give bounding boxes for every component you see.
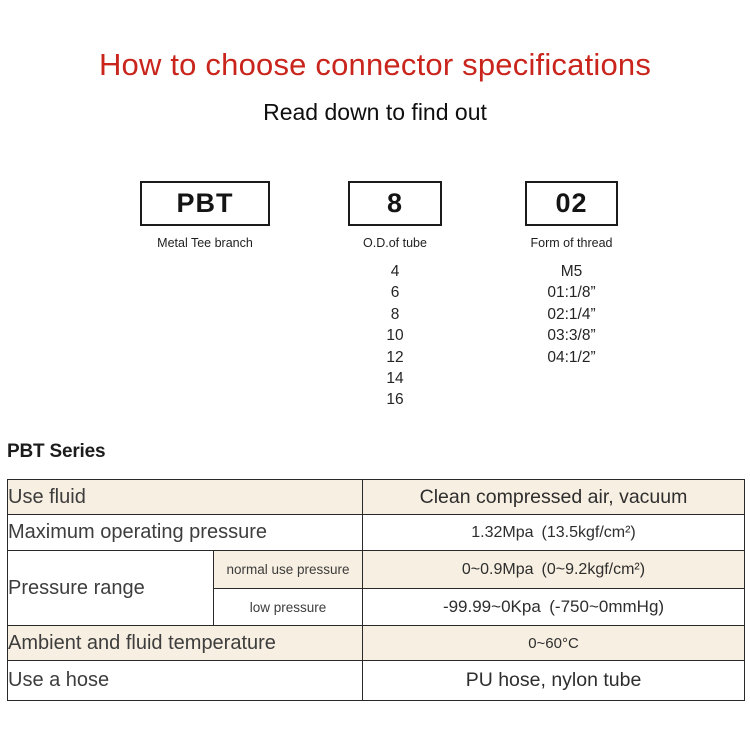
thread-code-box: 02 bbox=[525, 181, 618, 226]
row-value: Clean compressed air, vacuum bbox=[362, 479, 745, 515]
tube-od-option-list: 4 6 8 10 12 14 16 bbox=[348, 261, 442, 411]
tube-od-code-box: 8 bbox=[348, 181, 442, 226]
tube-od-option: 8 bbox=[390, 305, 400, 323]
row-value: 1.32Mpa (13.5kgf/cm²) bbox=[362, 514, 745, 551]
thread-option: 03:3/8” bbox=[547, 327, 596, 345]
row-value: 0~0.9Mpa (0~9.2kgf/cm²) bbox=[362, 550, 745, 589]
tube-od-option: 6 bbox=[390, 284, 400, 302]
row-label: Use fluid bbox=[7, 479, 363, 515]
table-row-temperature: Ambient and fluid temperature 0~60°C bbox=[7, 625, 745, 661]
tube-od-code-label: O.D.of tube bbox=[363, 236, 427, 250]
row-label: Use a hose bbox=[7, 660, 363, 701]
page-subtitle: Read down to find out bbox=[263, 99, 487, 125]
row-label: Ambient and fluid temperature bbox=[7, 625, 363, 661]
thread-code-label: Form of thread bbox=[530, 236, 613, 250]
row-sublabel: low pressure bbox=[213, 588, 363, 626]
spec-table: Use fluid Clean compressed air, vacuum M… bbox=[7, 479, 745, 701]
thread-option-list: M5 01:1/8” 02:1/4” 03:3/8” 04:1/2” bbox=[525, 261, 618, 368]
series-heading: PBT Series bbox=[7, 441, 106, 462]
thread-option: M5 bbox=[560, 263, 583, 280]
selector-column-series: PBT Metal Tee branch bbox=[140, 181, 270, 250]
selector-column-tube-od: 8 O.D.of tube 4 6 8 10 12 14 16 bbox=[348, 181, 442, 411]
tube-od-option: 10 bbox=[386, 327, 404, 345]
row-label: Maximum operating pressure bbox=[7, 514, 363, 551]
thread-option: 04:1/2” bbox=[547, 348, 596, 366]
thread-option: 01:1/8” bbox=[547, 284, 596, 302]
row-value: -99.99~0Kpa (-750~0mmHg) bbox=[362, 588, 745, 626]
page-title: How to choose connector specifications bbox=[98, 47, 652, 82]
tube-od-option: 16 bbox=[386, 391, 404, 409]
tube-od-option: 14 bbox=[386, 370, 404, 388]
row-sublabel: normal use pressure bbox=[213, 550, 363, 589]
tube-od-option: 12 bbox=[386, 348, 404, 366]
series-code-box: PBT bbox=[140, 181, 270, 226]
row-label: Pressure range bbox=[7, 550, 214, 626]
row-value: 0~60°C bbox=[362, 625, 745, 661]
table-row-use-fluid: Use fluid Clean compressed air, vacuum bbox=[7, 479, 745, 515]
table-row-pressure-range-low: low pressure -99.99~0Kpa (-750~0mmHg) bbox=[8, 588, 745, 626]
row-value: PU hose, nylon tube bbox=[362, 660, 745, 701]
thread-option: 02:1/4” bbox=[547, 305, 596, 323]
table-row-hose: Use a hose PU hose, nylon tube bbox=[7, 660, 745, 701]
tube-od-option: 4 bbox=[390, 263, 400, 280]
table-row-max-pressure: Maximum operating pressure 1.32Mpa (13.5… bbox=[7, 514, 745, 551]
selector-column-thread: 02 Form of thread M5 01:1/8” 02:1/4” 03:… bbox=[525, 181, 618, 368]
table-row-pressure-range-normal: Pressure range normal use pressure 0~0.9… bbox=[7, 550, 745, 626]
series-code-label: Metal Tee branch bbox=[157, 236, 253, 250]
